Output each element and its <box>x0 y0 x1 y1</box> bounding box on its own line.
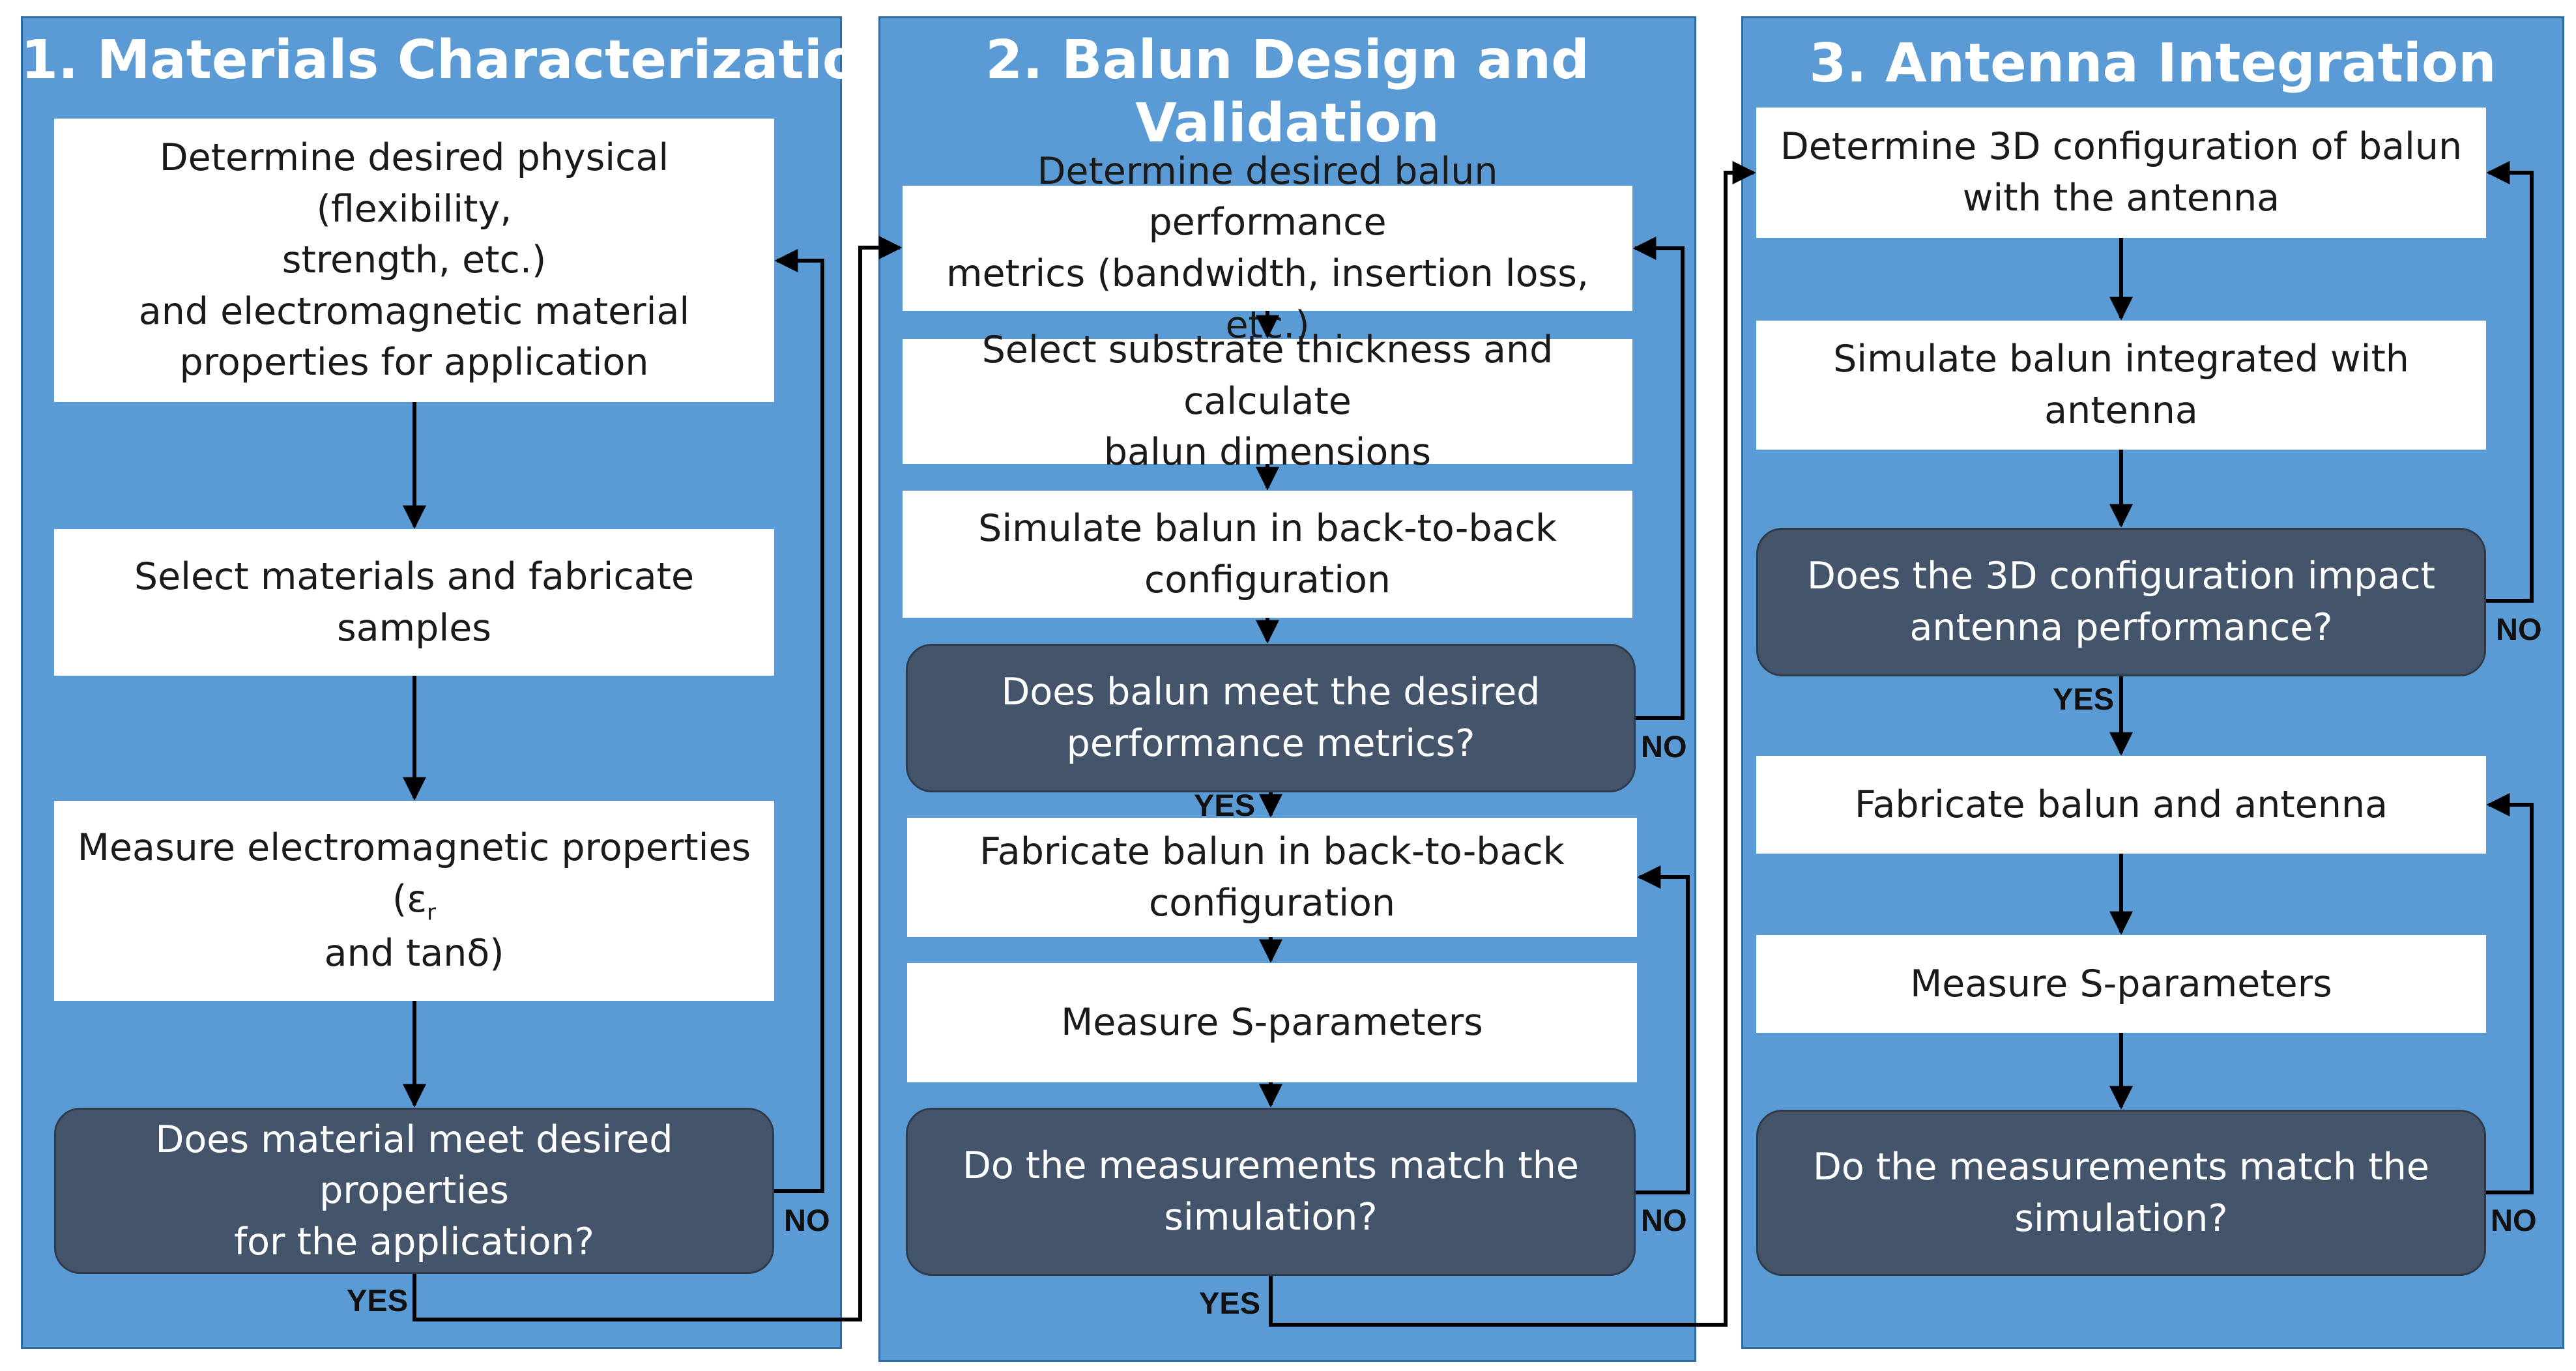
p1-yes-label: YES <box>347 1283 409 1318</box>
fabricate-back-to-back-box: Fabricate balun in back-to-back configur… <box>907 818 1637 937</box>
arrow-p3-match-no-loop <box>2486 793 2534 1194</box>
balun-metrics-decision-box: Does balun meet the desired performance … <box>906 644 1636 792</box>
measure-s-parameters-antenna-box: Measure S-parameters <box>1756 935 2486 1033</box>
balun-match-decision-box: Do the measurements match the simulation… <box>906 1108 1636 1276</box>
arrow-p2-metrics-no-loop <box>1632 237 1685 720</box>
p2-metrics-no-label: NO <box>1641 729 1687 764</box>
balun-panel-title: 2. Balun Design and Validation <box>985 29 1589 154</box>
measure-em-properties-box: Measure electromagnetic properties (εr a… <box>54 801 774 1001</box>
config-impact-decision-box: Does the 3D configuration impact antenna… <box>1756 528 2486 676</box>
arrow-p3-config-no-loop <box>2486 161 2534 603</box>
determine-material-properties-box: Determine desired physical (flexibility,… <box>54 119 774 402</box>
arrow-p2-yes-to-p3 <box>1269 161 1756 1327</box>
p1-no-label: NO <box>784 1203 830 1237</box>
p2-metrics-yes-label: YES <box>1194 788 1256 822</box>
antenna-match-decision-box: Do the measurements match the simulation… <box>1756 1110 2486 1276</box>
p2-match-no-label: NO <box>1641 1203 1687 1237</box>
arrow-p1-no-loop <box>774 249 824 1193</box>
determine-3d-config-box: Determine 3D configuration of balun with… <box>1756 108 2486 238</box>
arrow-p2-match-no-loop <box>1636 865 1690 1194</box>
select-materials-box: Select materials and fabricate samples <box>54 529 774 676</box>
p2-yes-label: YES <box>1199 1286 1261 1320</box>
materials-panel-title: 1. Materials Characterization <box>21 29 897 91</box>
epsilon-subscript: r <box>427 899 437 926</box>
simulate-integrated-box: Simulate balun integrated with antenna <box>1756 321 2486 450</box>
measure-em-text-end: and tanδ) <box>324 932 504 975</box>
antenna-panel-title: 3. Antenna Integration <box>1809 33 2496 94</box>
p3-match-no-label: NO <box>2491 1203 2537 1237</box>
fabricate-balun-antenna-box: Fabricate balun and antenna <box>1756 756 2486 854</box>
p3-config-no-label: NO <box>2496 612 2542 646</box>
p3-config-yes-label: YES <box>2053 682 2115 716</box>
material-decision-box: Does material meet desired properties fo… <box>54 1108 774 1274</box>
measure-em-text: Measure electromagnetic properties (ε <box>77 826 751 921</box>
simulate-back-to-back-box: Simulate balun in back-to-back configura… <box>903 491 1632 618</box>
arrow-p1-yes-to-p2 <box>412 236 903 1321</box>
measure-s-parameters-box: Measure S-parameters <box>907 963 1637 1082</box>
